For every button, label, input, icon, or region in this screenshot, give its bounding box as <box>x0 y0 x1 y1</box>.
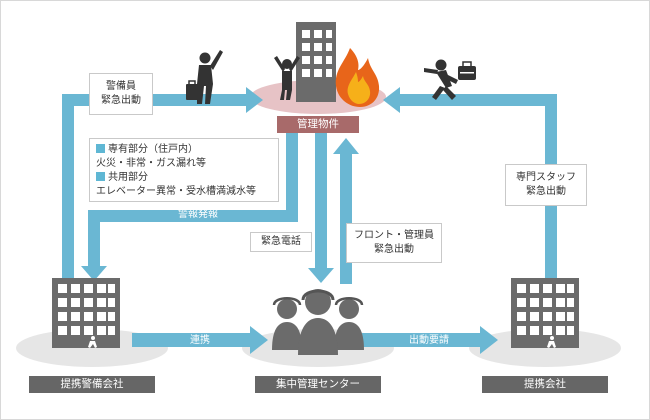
staff-dispatch-box: 専門スタッフ 緊急出動 <box>505 164 587 206</box>
partner-building-icon <box>511 278 579 348</box>
security-runner-icon <box>88 336 97 348</box>
private-area-body: 火災・非常・ガス漏れ等 <box>96 158 206 169</box>
areas-box: 専有部分（住戸内） 火災・非常・ガス漏れ等 共用部分 エレベーター異常・受水槽満… <box>89 138 279 202</box>
guard-dispatch-line1: 警備員 <box>106 81 136 92</box>
security-building-icon <box>52 278 120 348</box>
flow-link-arrowhead <box>250 326 268 354</box>
common-area-heading: 共用部分 <box>96 171 272 185</box>
flow-right-top <box>398 94 557 106</box>
flow-dispatch-arrowhead <box>480 326 498 354</box>
staff-dispatch-line2: 緊急出動 <box>526 186 566 197</box>
common-area-title: 共用部分 <box>108 172 148 183</box>
front-dispatch-line2: 緊急出動 <box>374 244 414 255</box>
flow-front-arrowhead <box>333 138 359 154</box>
guard-icon <box>186 50 223 104</box>
person-arms-up-icon <box>274 56 300 100</box>
square-bullet-icon <box>96 144 105 153</box>
partner-label: 提携会社 <box>482 376 608 393</box>
partner-runner-icon <box>547 336 556 348</box>
flow-right-arrowhead <box>383 87 400 113</box>
property-label: 管理物件 <box>277 116 359 133</box>
flow-call-arrowhead <box>308 268 334 283</box>
guard-dispatch-line2: 緊急出動 <box>101 95 141 106</box>
fire-icon <box>335 48 380 107</box>
front-dispatch-box: フロント・管理員 緊急出動 <box>346 223 442 263</box>
flow-alarm-down <box>286 130 298 222</box>
emergency-call-box: 緊急電話 <box>250 232 312 252</box>
alarm-flow-label: 警報発報 <box>178 209 218 220</box>
flow-link-bar <box>132 333 252 347</box>
guard-dispatch-box: 警備員 緊急出動 <box>89 73 153 115</box>
private-area-heading: 専有部分（住戸内） <box>96 143 272 157</box>
square-bullet-icon <box>96 172 105 181</box>
security-company-label: 提携警備会社 <box>29 376 155 393</box>
flow-call-down <box>315 130 327 270</box>
dispatch-request-label: 出動要請 <box>409 335 449 346</box>
property-building-icon <box>296 22 336 102</box>
flow-left-arrowhead <box>246 87 263 113</box>
operators-icon <box>272 289 364 355</box>
common-area-body: エレベーター異常・受水槽満減水等 <box>96 186 256 197</box>
staff-dispatch-line1: 専門スタッフ <box>516 172 576 183</box>
flow-alarm-arrowhead <box>81 266 107 281</box>
link-flow-label: 連携 <box>190 335 210 346</box>
flow-alarm-down2 <box>88 210 100 268</box>
flow-alarm-horizontal <box>88 210 298 222</box>
flow-left-up <box>62 94 74 286</box>
center-label: 集中管理センター <box>255 376 381 393</box>
front-dispatch-line1: フロント・管理員 <box>354 230 434 241</box>
running-staff-icon <box>424 59 476 100</box>
private-area-title: 専有部分（住戸内） <box>108 144 198 155</box>
flow-front-up <box>340 152 352 284</box>
flow-dispatch-bar <box>362 333 482 347</box>
